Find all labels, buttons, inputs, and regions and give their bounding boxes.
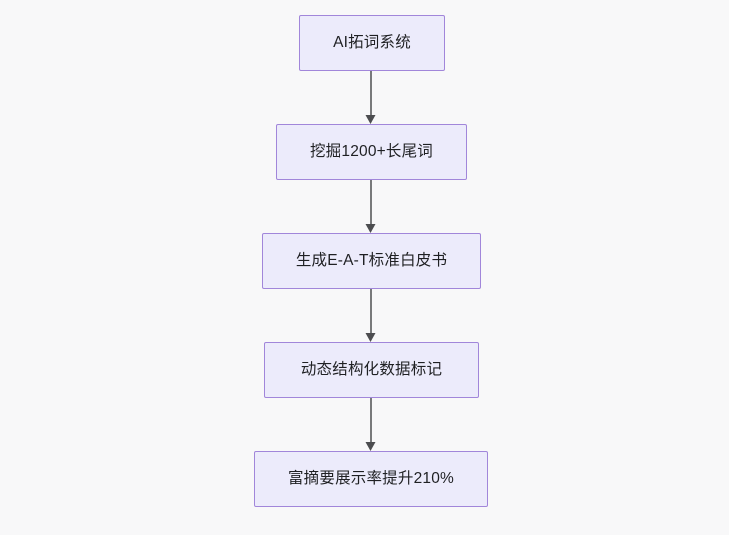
flow-node-label: 挖掘1200+长尾词: [309, 143, 434, 161]
arrowhead-icon: [365, 333, 376, 342]
arrowhead-icon: [365, 442, 376, 451]
flow-node-label: 富摘要展示率提升210%: [287, 470, 455, 488]
flow-node-ai-keyword-system[interactable]: AI拓词系统: [299, 15, 445, 71]
edge-line: [370, 180, 372, 225]
flow-node-mine-longtail-keywords[interactable]: 挖掘1200+长尾词: [276, 124, 467, 180]
flow-node-label: AI拓词系统: [333, 34, 411, 52]
edge-line: [370, 71, 372, 116]
flow-node-rich-snippet-uplift[interactable]: 富摘要展示率提升210%: [254, 451, 488, 507]
flow-node-generate-eat-whitepaper[interactable]: 生成E-A-T标准白皮书: [262, 233, 481, 289]
arrowhead-icon: [365, 115, 376, 124]
edge-line: [370, 289, 372, 334]
flow-node-dynamic-structured-data[interactable]: 动态结构化数据标记: [264, 342, 479, 398]
flow-node-label: 生成E-A-T标准白皮书: [295, 252, 448, 270]
arrowhead-icon: [365, 224, 376, 233]
flow-node-label: 动态结构化数据标记: [300, 361, 443, 379]
edge-line: [370, 398, 372, 443]
